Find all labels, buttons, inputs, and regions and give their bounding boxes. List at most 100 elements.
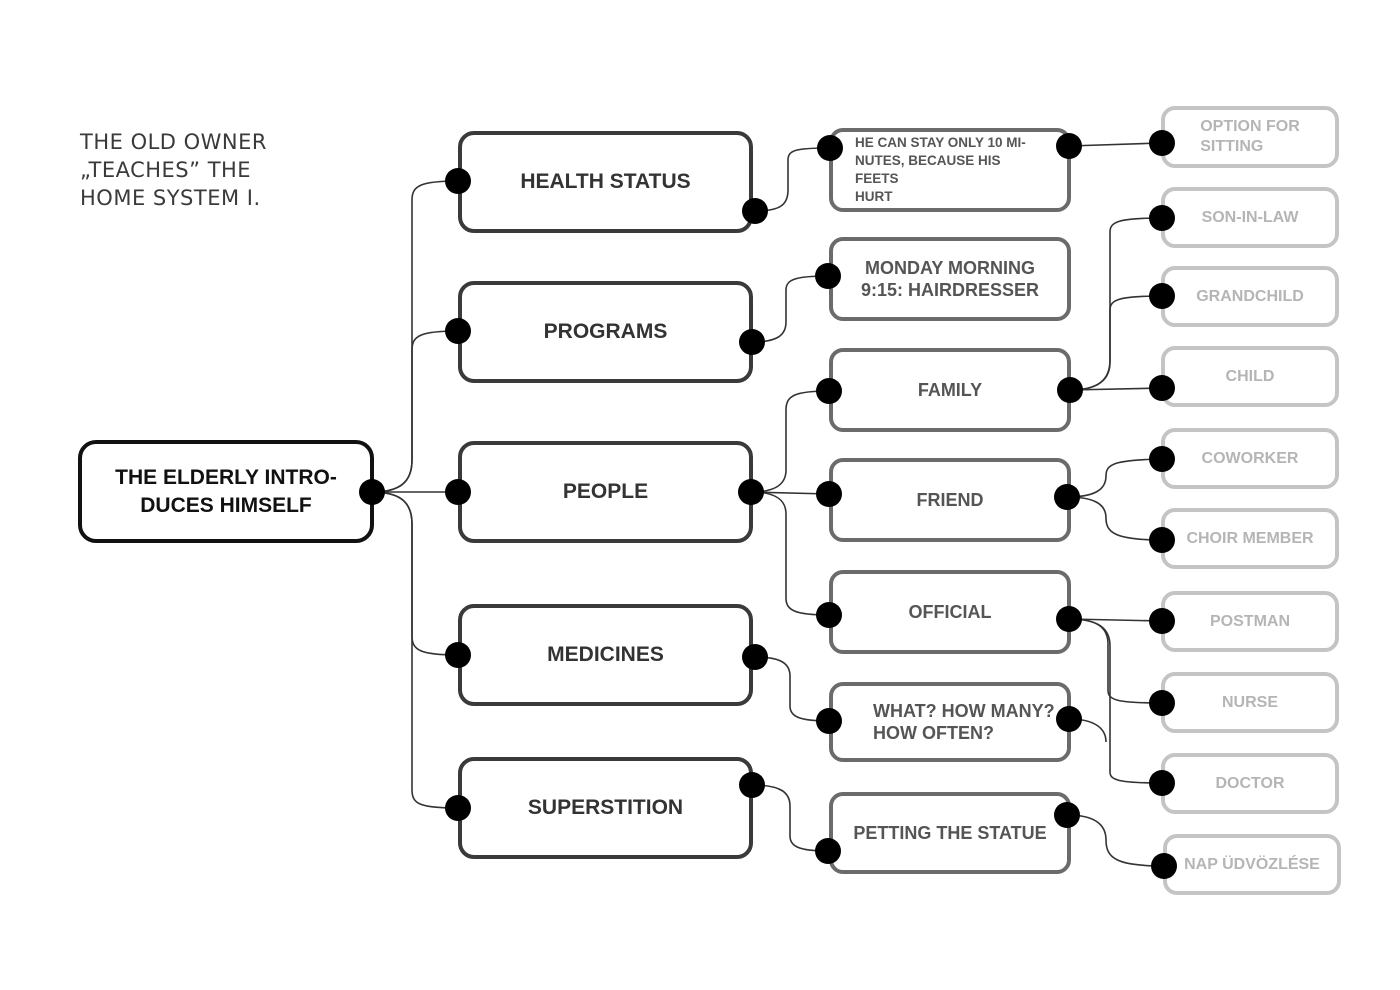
connector-dot-health-in: [445, 168, 471, 194]
connector-dot-medicines-out: [742, 644, 768, 670]
connector-dot-medicines-in: [445, 642, 471, 668]
connector-official-nurse: [1068, 618, 1163, 704]
connector-dot-family-out: [1057, 377, 1083, 403]
category-label-medicines: MEDICINES: [547, 643, 664, 666]
detail-node-friend: FRIEND: [829, 458, 1071, 542]
connector-dot-people-in: [445, 479, 471, 505]
connector-dot-programs-in: [445, 318, 471, 344]
connector-people-official: [750, 491, 830, 616]
leaf-node-son-in-law: SON-IN-LAW: [1161, 187, 1339, 248]
connector-dot-superstition-out: [739, 772, 765, 798]
leaf-node-postman: POSTMAN: [1161, 591, 1339, 652]
connector-dot-option-in: [1149, 130, 1175, 156]
leaf-label-coworker: COWORKER: [1201, 449, 1299, 467]
detail-health-line-1: HE CAN STAY ONLY 10 MI-: [855, 135, 1026, 150]
connector-dot-friend-in: [816, 481, 842, 507]
connector-root-health: [371, 180, 459, 493]
category-label-health-status: HEALTH STATUS: [520, 170, 691, 193]
connector-dot-root: [359, 479, 385, 505]
detail-node-programs: MONDAY MORNING 9:15: HAIRDRESSER: [829, 237, 1071, 321]
connector-programs-detail: [751, 275, 829, 343]
connector-dot-official-in: [816, 602, 842, 628]
leaf-node-child: CHILD: [1161, 346, 1339, 407]
connector-dot-choir-in: [1149, 527, 1175, 553]
connector-dot-doctor-in: [1149, 770, 1175, 796]
leaf-label-nap-udvozlese: NAP ÜDVÖZLÉSE: [1184, 855, 1320, 873]
detail-programs-line-2: 9:15: HAIRDRESSER: [860, 280, 1040, 300]
connector-health-detail: [754, 147, 831, 212]
connector-superstition-nap: [1066, 814, 1165, 867]
detail-programs-line-1: MONDAY MORNING: [864, 258, 1035, 278]
category-label-programs: PROGRAMS: [543, 320, 668, 343]
detail-health-line-2: NUTES, BECAUSE HIS FEETS: [855, 153, 1001, 186]
category-node-health-status: HEALTH STATUS: [458, 131, 753, 233]
leaf-node-coworker: COWORKER: [1161, 428, 1339, 489]
category-node-medicines: MEDICINES: [458, 604, 753, 706]
connector-dot-health-detail-out: [1056, 133, 1082, 159]
title-line-3: HOME SYSTEM I.: [80, 186, 261, 210]
leaf-node-choir-member: CHOIR MEMBER: [1161, 508, 1339, 569]
category-label-superstition: SUPERSTITION: [527, 796, 684, 819]
connector-dot-health-detail-in: [817, 135, 843, 161]
connector-dot-superstition-detail-out: [1054, 802, 1080, 828]
leaf-label-choir-member: CHOIR MEMBER: [1186, 529, 1314, 547]
detail-label-official: OFFICIAL: [908, 602, 992, 622]
detail-node-family: FAMILY: [829, 348, 1071, 432]
title-line-1: THE OLD OWNER: [80, 130, 267, 154]
connector-health-option: [1068, 142, 1163, 147]
connector-family-child: [1069, 387, 1163, 391]
leaf-node-nurse: NURSE: [1161, 672, 1339, 733]
connector-dot-nap-in: [1151, 853, 1177, 879]
category-node-programs: PROGRAMS: [458, 281, 753, 383]
leaf-label-son-in-law: SON-IN-LAW: [1201, 208, 1299, 226]
leaf-label-grandchild: GRANDCHILD: [1196, 287, 1304, 305]
connector-dot-superstition-in: [445, 795, 471, 821]
root-node-elderly-introduces-himself: THE ELDERLY INTRO- DUCES HIMSELF: [78, 440, 374, 543]
leaf-option-line-1: OPTION FOR: [1200, 118, 1300, 135]
detail-label-friend: FRIEND: [916, 490, 984, 510]
connector-superstition-detail: [751, 784, 829, 852]
detail-medicines-line-2: HOW OFTEN?: [873, 723, 994, 743]
connector-dot-official-out: [1056, 606, 1082, 632]
connector-family-grandchild: [1069, 295, 1163, 391]
leaf-label-postman: POSTMAN: [1210, 612, 1290, 630]
detail-label-family: FAMILY: [917, 380, 983, 400]
connector-dot-nurse-in: [1149, 690, 1175, 716]
connector-dot-postman-in: [1149, 608, 1175, 634]
root-label-line-2: DUCES HIMSELF: [140, 493, 312, 517]
connector-friend-choir: [1066, 496, 1163, 541]
category-label-people: PEOPLE: [562, 480, 649, 503]
category-node-people: PEOPLE: [458, 441, 753, 543]
detail-health-line-3: HURT: [855, 189, 893, 204]
detail-node-superstition: PETTING THE STATUE: [829, 792, 1071, 874]
detail-node-medicines: WHAT? HOW MANY? HOW OFTEN?: [829, 682, 1071, 762]
leaf-option-line-2: SITTING: [1200, 138, 1264, 155]
connector-friend-coworker: [1066, 458, 1163, 498]
detail-label-petting-the-statue: PETTING THE STATUE: [853, 823, 1047, 843]
connector-medicines-detail: [754, 656, 830, 722]
connector-dot-soninlaw-in: [1149, 205, 1175, 231]
detail-node-health: HE CAN STAY ONLY 10 MI- NUTES, BECAUSE H…: [829, 128, 1071, 212]
connector-dot-friend-out: [1054, 484, 1080, 510]
root-label-line-1: THE ELDERLY INTRO-: [115, 465, 337, 489]
connector-dot-coworker-in: [1149, 446, 1175, 472]
detail-medicines-line-1: WHAT? HOW MANY?: [873, 701, 1055, 721]
leaf-label-nurse: NURSE: [1221, 693, 1278, 711]
connector-family-soninlaw: [1069, 217, 1163, 391]
diagram-title: THE OLD OWNER „TEACHES” THE HOME SYSTEM …: [80, 128, 267, 212]
category-node-superstition: SUPERSTITION: [458, 757, 753, 859]
detail-node-official: OFFICIAL: [829, 570, 1071, 654]
connector-people-family: [750, 390, 830, 493]
connector-root-programs: [371, 330, 459, 493]
connector-dot-programs-detail-in: [815, 263, 841, 289]
connector-dot-superstition-detail-in: [815, 838, 841, 864]
leaf-label-doctor: DOCTOR: [1215, 774, 1285, 792]
title-line-2: „TEACHES” THE: [80, 158, 252, 182]
leaf-node-doctor: DOCTOR: [1161, 753, 1339, 814]
connector-dot-medicines-detail-in: [816, 708, 842, 734]
connector-dot-child-in: [1149, 375, 1175, 401]
connector-official-doctor: [1068, 618, 1163, 784]
connector-dot-programs-out: [739, 329, 765, 355]
